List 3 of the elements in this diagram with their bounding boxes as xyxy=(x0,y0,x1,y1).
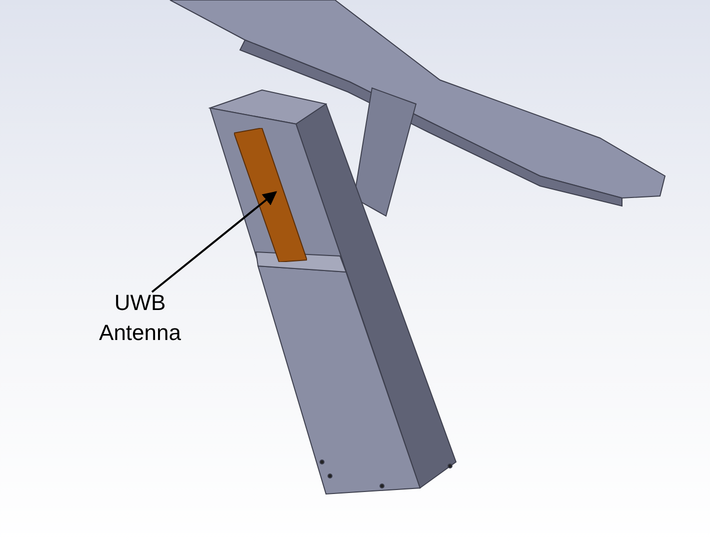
antenna-patch xyxy=(234,128,307,262)
leader-arrow xyxy=(151,191,278,293)
callout-label: UWB Antenna xyxy=(90,288,190,348)
